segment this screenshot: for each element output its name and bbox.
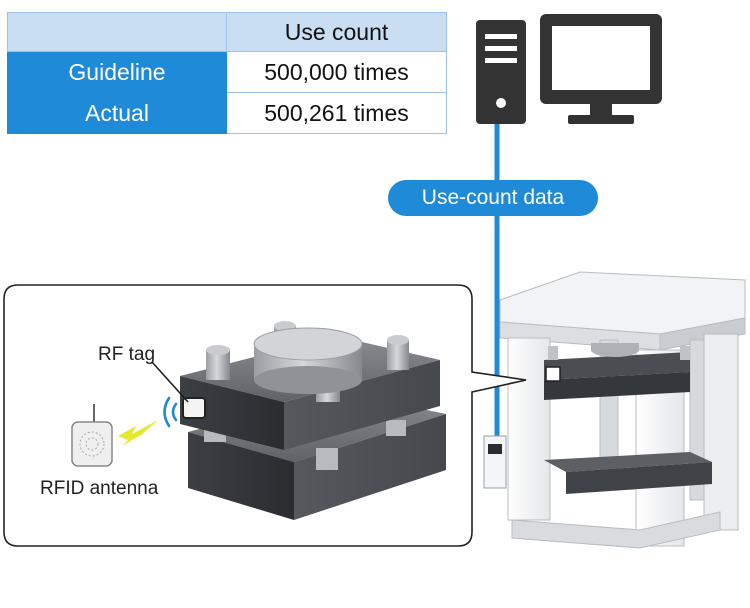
row-label-actual: Actual <box>7 92 227 134</box>
table-header-blank <box>7 12 227 52</box>
monitor-icon <box>540 14 662 124</box>
row-value-guideline: 500,000 times <box>226 51 447 93</box>
rf-tag <box>182 397 206 419</box>
table-row: Guideline 500,000 times <box>7 51 447 93</box>
table-row: Actual 500,261 times <box>7 92 447 134</box>
row-value-actual: 500,261 times <box>226 92 447 134</box>
radio-wave-icon <box>163 396 178 428</box>
rfid-antenna-icon <box>71 404 113 467</box>
rfid-antenna-label: RFID antenna <box>40 478 159 499</box>
rf-tag-label: RF tag <box>98 344 156 365</box>
press-machine <box>483 271 746 549</box>
server-icon <box>476 20 526 124</box>
use-count-data-label: Use-count data <box>388 180 598 216</box>
use-count-table: Use count Guideline 500,000 times Actual… <box>7 12 447 134</box>
row-label-guideline: Guideline <box>7 51 227 93</box>
lightning-icon <box>118 420 158 446</box>
die-set <box>180 321 446 520</box>
rf-tag-leader <box>151 361 189 403</box>
